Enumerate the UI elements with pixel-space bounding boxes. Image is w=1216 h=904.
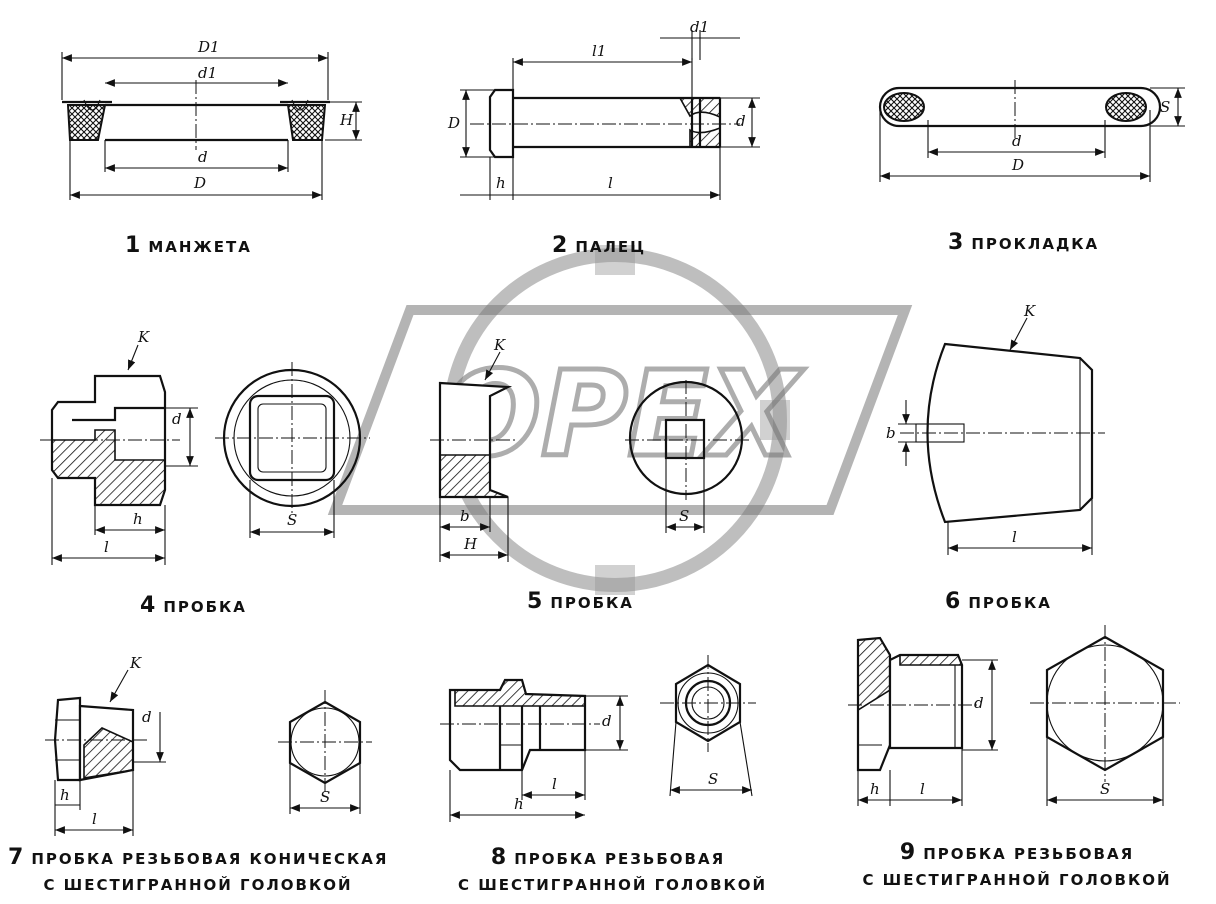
part-2-pin: l1 d1 D d h l	[447, 18, 760, 200]
dim-label: d	[736, 112, 746, 130]
pin-section	[689, 126, 721, 148]
plug-8-section	[454, 679, 586, 707]
gasket-section-left	[883, 92, 925, 122]
dim-label: d	[602, 712, 612, 730]
part-6-plug: K b l	[886, 302, 1105, 555]
watermark-gear-tooth	[595, 245, 635, 275]
dim-label: S	[320, 788, 330, 806]
dim-label: S	[708, 770, 718, 788]
dim-label: K	[1023, 302, 1036, 320]
dim-label: D	[1011, 156, 1024, 174]
dim-label: h	[60, 786, 70, 804]
part-9-threaded-plug: d h l S	[848, 625, 1180, 806]
dim-label: d1	[198, 64, 217, 82]
dim-label: d	[198, 148, 208, 166]
dim-label: d	[1012, 132, 1022, 150]
gasket-section-right	[1105, 92, 1147, 122]
dim-label: h	[514, 795, 524, 813]
dim-label: l	[552, 775, 557, 793]
dim-label: b	[460, 507, 470, 525]
dim-label: h	[870, 780, 880, 798]
plug-5-section	[439, 454, 509, 498]
dim-label: h	[133, 510, 143, 528]
part-8-threaded-plug: d l h S	[440, 655, 756, 822]
dim-label: d	[142, 708, 152, 726]
dim-label: S	[1160, 98, 1170, 116]
dim-label: D	[447, 114, 460, 132]
part-3-gasket: S d D	[878, 80, 1185, 182]
cuff-left-section	[66, 104, 107, 141]
cuff-right-section	[286, 104, 327, 141]
dim-label: D1	[197, 38, 220, 56]
part-4-plug: K d h l S	[40, 328, 370, 565]
dim-label: d	[974, 694, 984, 712]
watermark-text: OPEX	[441, 345, 804, 483]
dim-label: l	[920, 780, 925, 798]
pin-section	[678, 97, 721, 119]
dim-label: D	[193, 174, 206, 192]
dim-label: H	[463, 535, 478, 553]
dim-label: S	[679, 507, 689, 525]
dim-label: l	[608, 174, 613, 192]
dim-label: K	[137, 328, 150, 346]
dim-label: b	[886, 424, 896, 442]
dim-label: h	[496, 174, 506, 192]
dim-label: H	[339, 111, 354, 129]
watermark-gear-tooth	[595, 565, 635, 595]
plug-9-thread	[899, 654, 964, 666]
part-1-cuff: D1 d1 d D H	[61, 38, 362, 200]
plug-4-section	[51, 429, 166, 506]
dim-label: S	[287, 511, 297, 529]
dim-label: l1	[592, 42, 606, 60]
dim-label: l	[104, 538, 109, 556]
dim-label: d1	[690, 18, 709, 36]
dim-label: S	[1100, 780, 1110, 798]
part-7-threaded-plug-conical: K d h l S	[45, 654, 372, 836]
dim-label: K	[493, 336, 506, 354]
dim-label: l	[1012, 528, 1017, 546]
part-5-plug: K b H S	[430, 336, 750, 562]
watermark-gear-tooth	[760, 400, 790, 440]
dim-label: K	[129, 654, 142, 672]
dim-label: d	[172, 410, 182, 428]
dim-label: l	[92, 810, 97, 828]
